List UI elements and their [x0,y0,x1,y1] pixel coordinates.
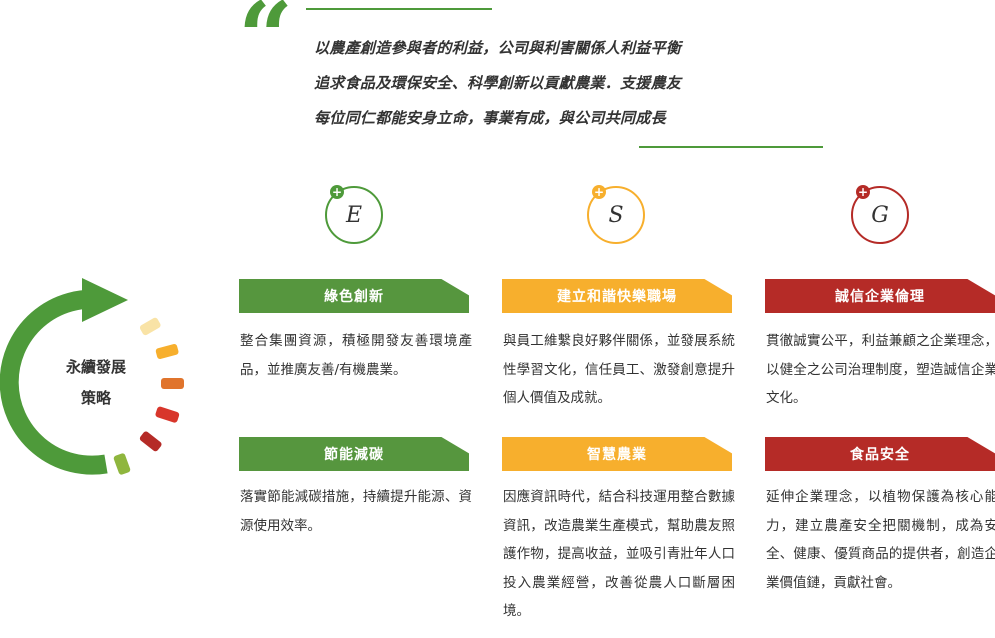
plus-icon: + [592,185,606,199]
strategy-line-1: 永續發展 [65,358,126,376]
pillar-s-circle: + S [587,185,645,244]
text-green-innovation: 整合集團資源，積極開發友善環境產品，並推廣友善/有機農業。 [240,333,472,378]
cycle-arrow-icon [0,278,184,475]
quote-line-1: 以農產創造參與者的利益，公司與利害關係人利益平衡 [314,39,682,57]
quote-mark: “ [238,0,294,94]
plus-icon: + [330,185,344,199]
quote-line-3: 每位同仁都能安身立命，事業有成，與公司共同成長 [314,109,666,127]
quote-line-2: 追求食品及環保安全、科學創新以貢獻農業．支援農友 [314,74,682,92]
pillar-g-letter: G [871,202,889,228]
pillar-g-circle: + G [851,185,909,244]
quote-top-rule [306,8,492,10]
text-workplace: 與員工維繫良好夥伴關係，並發展系統性學習文化，信任員工、激發創意提升個人價值及成… [503,333,735,406]
strategy-label: 永續發展 策略 [48,352,144,414]
strategy-line-2: 策略 [80,389,111,407]
text-energy-saving: 落實節能減碳措施，持續提升能源、資源使用效率。 [240,489,472,534]
pillar-s-letter: S [608,202,624,228]
text-smart-agriculture: 因應資訊時代，結合科技運用整合數據資訊，改造農業生產模式，幫助農友照護作物，提高… [503,489,735,619]
pillar-e-circle: + E [325,185,383,244]
text-food-safety: 延伸企業理念，以植物保護為核心能力，建立農產安全把關機制，成為安全、健康、優質商… [766,489,995,591]
banner-ethics: 誠信企業倫理 [765,279,995,313]
plus-icon: + [856,185,870,199]
banner-green-innovation: 綠色創新 [239,279,469,313]
quote-bottom-rule [639,146,823,148]
banner-food-safety: 食品安全 [765,437,995,471]
pillar-e-letter: E [345,202,363,228]
banner-energy-saving: 節能減碳 [239,437,469,471]
text-ethics: 貫徹誠實公平，利益兼顧之企業理念，以健全之公司治理制度，塑造誠信企業文化。 [766,333,995,406]
banner-smart-agriculture: 智慧農業 [502,437,732,471]
banner-workplace: 建立和諧快樂職場 [502,279,732,313]
